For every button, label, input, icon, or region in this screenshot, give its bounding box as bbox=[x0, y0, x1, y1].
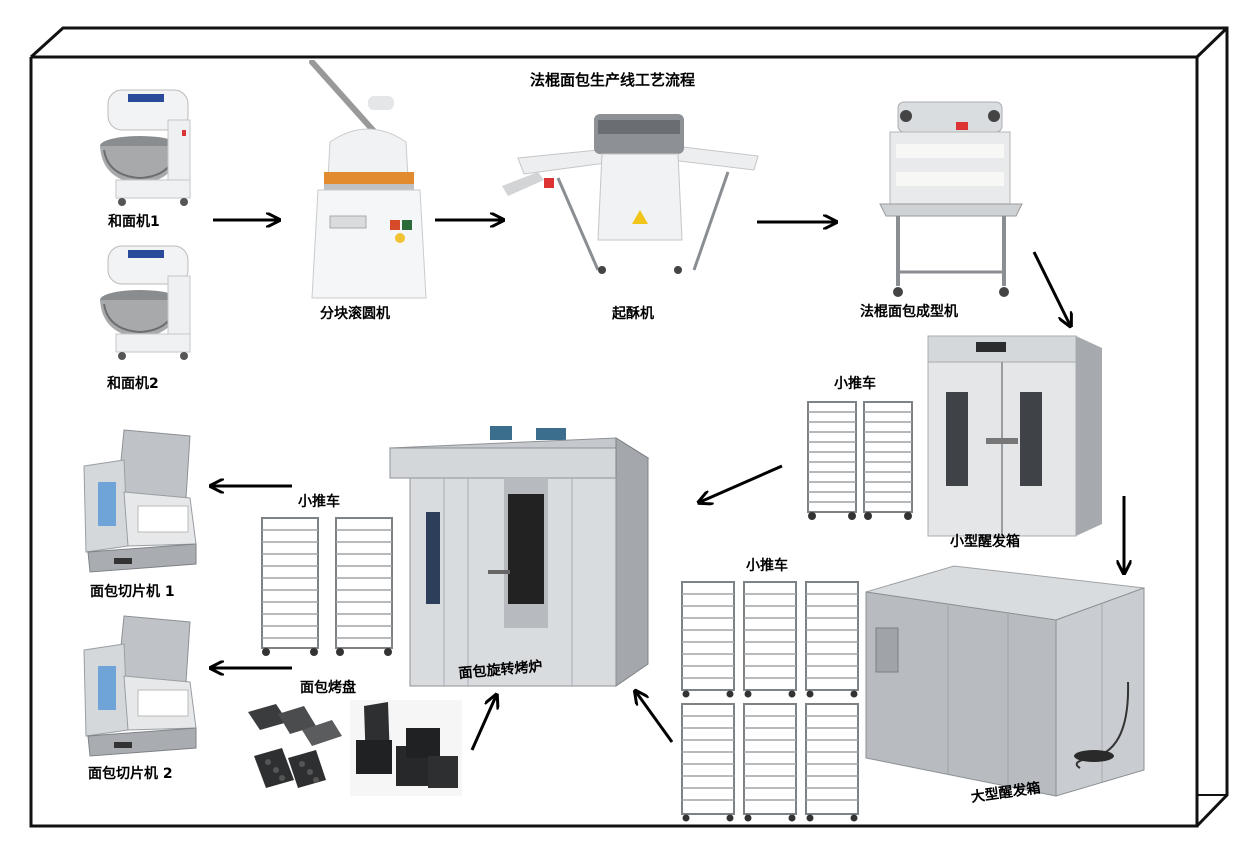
trolley-a-label: 小推车 bbox=[834, 376, 876, 392]
divider-rounder-label: 分块滚圆机 bbox=[320, 306, 390, 322]
mixer-2-image bbox=[100, 245, 191, 360]
bread-slicer-2-image bbox=[83, 615, 197, 757]
sheeter-image bbox=[502, 114, 759, 274]
trolley-a-image bbox=[807, 401, 913, 520]
trolley-b-label: 小推车 bbox=[298, 494, 340, 510]
mixer-2-label: 和面机2 bbox=[107, 376, 159, 392]
bread-slicer-2-label: 面包切片机 2 bbox=[88, 766, 173, 782]
baguette-moulder-image bbox=[879, 101, 1023, 297]
baguette-moulder-label: 法棍面包成型机 bbox=[860, 304, 958, 320]
diagram-title: 法棍面包生产线工艺流程 bbox=[530, 71, 696, 89]
arrow-moulder-to-small-proofer bbox=[1032, 251, 1070, 325]
mixer-1-image bbox=[100, 89, 191, 206]
bread-slicer-1-image bbox=[83, 429, 197, 573]
baking-trays-image bbox=[248, 700, 462, 796]
arrow-large-proofer-trolleys-to-oven bbox=[636, 692, 674, 743]
rotary-oven-image bbox=[388, 426, 650, 687]
divider-rounder-image bbox=[309, 60, 427, 299]
mixer-1-label: 和面机1 bbox=[108, 214, 160, 230]
trolley-c-label: 小推车 bbox=[746, 558, 788, 574]
small-proofer-label: 小型醒发箱 bbox=[950, 534, 1020, 550]
large-proofer-image bbox=[865, 565, 1145, 797]
arrow-trays-to-oven bbox=[470, 696, 496, 751]
sheeter-label: 起酥机 bbox=[612, 306, 654, 322]
trolley-c-image bbox=[681, 581, 859, 822]
baking-trays-label: 面包烤盘 bbox=[300, 680, 356, 696]
bread-slicer-1-label: 面包切片机 1 bbox=[90, 584, 175, 600]
trolley-b-image bbox=[261, 517, 393, 656]
arrow-small-proofer-to-oven bbox=[700, 464, 783, 502]
small-proofer-image bbox=[927, 335, 1102, 537]
